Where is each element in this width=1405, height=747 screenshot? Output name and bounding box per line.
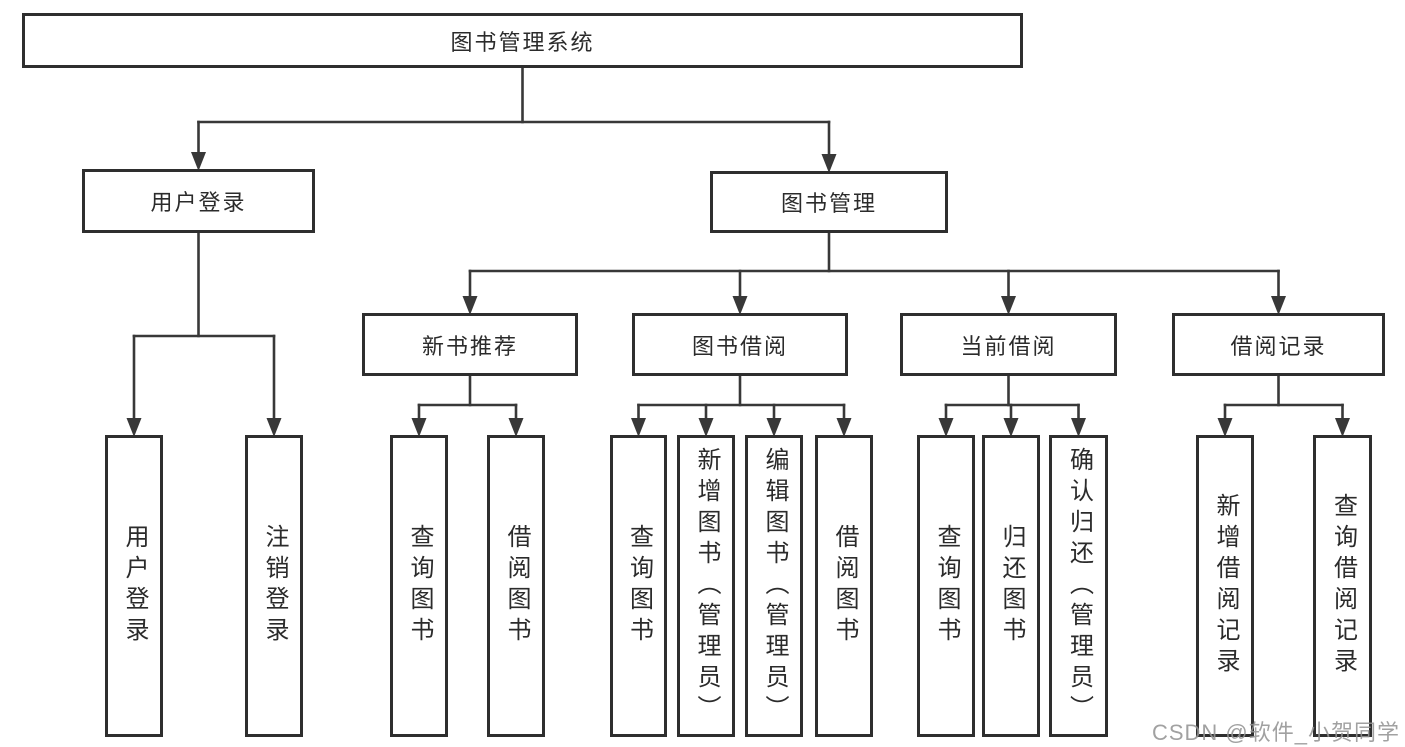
node-borrowing-records: 借阅记录 <box>1172 313 1385 376</box>
node-label: 查询图书 <box>625 524 653 648</box>
node-borrow-books: 借阅图书 <box>815 435 873 737</box>
node-query-books: 查询图书 <box>610 435 667 737</box>
csdn-watermark: CSDN @软件_小贺同学 <box>1151 720 1400 745</box>
node-library-management-system: 图书管理系统 <box>22 13 1023 68</box>
node-label: 新增图书（管理员） <box>693 446 720 726</box>
node-label: 用户登录 <box>121 524 148 648</box>
node-label: 借阅图书 <box>503 524 530 648</box>
node-query-books: 查询图书 <box>917 435 975 737</box>
node-add-book-admin: 新增图书（管理员） <box>677 435 735 737</box>
node-label: 查询图书 <box>933 524 960 648</box>
node-edit-book-admin: 编辑图书（管理员） <box>745 435 803 737</box>
node-label: 借阅图书 <box>831 524 858 648</box>
node-query-borrowing-record: 查询借阅记录 <box>1313 435 1372 737</box>
node-borrow-books: 借阅图书 <box>487 435 545 737</box>
node-user-login: 用户登录 <box>82 169 315 233</box>
node-new-book-recommendation: 新书推荐 <box>362 313 578 376</box>
node-confirm-return-admin: 确认归还（管理员） <box>1049 435 1108 737</box>
node-label: 新增借阅记录 <box>1212 493 1239 679</box>
node-label: 查询图书 <box>406 524 433 648</box>
node-current-borrowing: 当前借阅 <box>900 313 1117 376</box>
node-query-books: 查询图书 <box>390 435 448 737</box>
node-book-borrowing: 图书借阅 <box>632 313 848 376</box>
node-user-login-leaf: 用户登录 <box>105 435 163 737</box>
node-book-management: 图书管理 <box>710 171 948 233</box>
node-label: 注销登录 <box>261 524 288 648</box>
node-label: 编辑图书（管理员） <box>761 446 788 726</box>
node-add-borrowing-record: 新增借阅记录 <box>1196 435 1254 737</box>
node-label: 确认归还（管理员） <box>1065 446 1093 726</box>
node-label: 查询借阅记录 <box>1329 493 1357 679</box>
node-label: 归还图书 <box>998 524 1025 648</box>
node-logout: 注销登录 <box>245 435 303 737</box>
node-return-books: 归还图书 <box>982 435 1040 737</box>
